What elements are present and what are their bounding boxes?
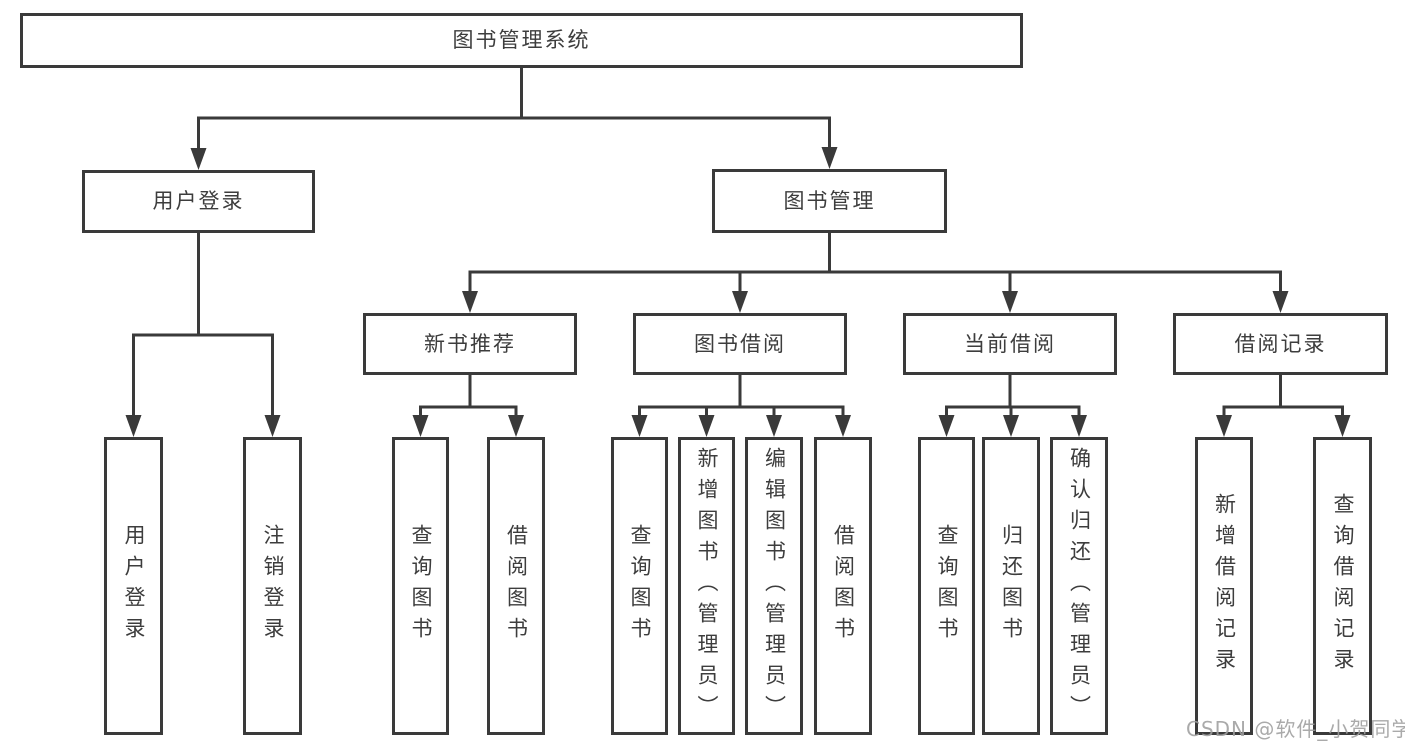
arrowhead-icon — [190, 148, 207, 170]
arrowhead-icon — [1071, 415, 1087, 437]
connector-line — [132, 233, 274, 433]
node-user-login: 用户登录 — [82, 170, 315, 233]
arrowhead-icon — [698, 415, 715, 437]
leaf-logout: 注销登录 — [243, 437, 302, 735]
connector-line — [197, 68, 831, 166]
connector-line — [419, 375, 518, 433]
arrowhead-icon — [1003, 415, 1019, 437]
leaf-borrow-books-borrowing: 借阅图书 — [814, 437, 872, 735]
arrowhead-icon — [766, 415, 782, 437]
leaf-borrow-books-recommend: 借阅图书 — [487, 437, 545, 735]
leaf-user-login: 用户登录 — [104, 437, 163, 735]
arrowhead-icon — [821, 147, 838, 169]
arrowhead-icon — [125, 415, 142, 437]
node-new-book-recommend: 新书推荐 — [363, 313, 577, 375]
arrowhead-icon — [264, 415, 281, 437]
node-book-borrowing: 图书借阅 — [633, 313, 847, 375]
arrowhead-icon — [508, 415, 524, 437]
arrowhead-icon — [1334, 415, 1351, 437]
leaf-query-books-current: 查询图书 — [918, 437, 975, 735]
arrowhead-icon — [1002, 291, 1018, 313]
connector-line — [468, 233, 1282, 309]
arrowhead-icon — [1216, 415, 1232, 437]
leaf-return-books: 归还图书 — [982, 437, 1040, 735]
arrowhead-icon — [835, 415, 851, 437]
arrowhead-icon — [1272, 291, 1289, 313]
node-book-management: 图书管理 — [712, 169, 947, 233]
leaf-add-books-admin: 新增图书（管理员） — [678, 437, 735, 735]
arrowhead-icon — [462, 291, 478, 313]
leaf-query-borrow-record: 查询借阅记录 — [1313, 437, 1372, 735]
leaf-query-books-recommend: 查询图书 — [392, 437, 449, 735]
leaf-add-borrow-record: 新增借阅记录 — [1195, 437, 1253, 735]
watermark: CSDN @软件_小贺同学 — [1186, 717, 1405, 741]
node-current-borrowing: 当前借阅 — [903, 313, 1117, 375]
arrowhead-icon — [938, 415, 955, 437]
leaf-confirm-return-admin: 确认归还（管理员） — [1050, 437, 1108, 735]
arrowhead-icon — [732, 291, 748, 313]
connector-line — [1222, 375, 1344, 433]
node-root: 图书管理系统 — [20, 13, 1023, 68]
leaf-edit-books-admin: 编辑图书（管理员） — [745, 437, 803, 735]
connector-line — [638, 375, 845, 433]
arrowhead-icon — [631, 415, 648, 437]
node-borrowing-records: 借阅记录 — [1173, 313, 1388, 375]
leaf-query-books-borrowing: 查询图书 — [611, 437, 668, 735]
arrowhead-icon — [412, 415, 429, 437]
